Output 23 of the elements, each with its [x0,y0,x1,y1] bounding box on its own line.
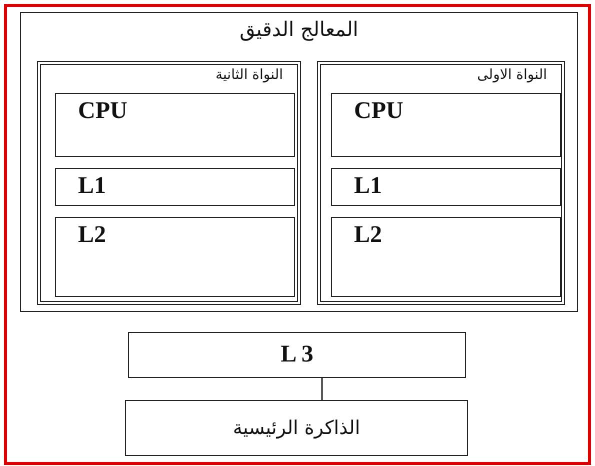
box-label: النواة الثانية [215,67,283,83]
core-box [317,61,565,305]
cache-box [55,217,295,297]
memory-box [125,400,468,456]
box-label: L 3 [280,342,314,368]
cache-box [331,168,561,206]
cpu-box [331,93,561,157]
box-label: L2 [354,222,382,249]
box-label: الذاكرة الرئيسية [232,417,360,439]
box-label: CPU [78,98,128,125]
connector-line [321,378,323,400]
core-box [37,61,301,305]
box-label: النواة الاولى [477,67,547,83]
box-label: L2 [78,222,106,249]
cache-box [55,168,295,206]
box-label: المعالج الدقيق [240,17,358,41]
cpu-box [55,93,295,157]
box-label: CPU [354,98,404,125]
box-label: L1 [354,173,382,200]
cache-box [331,217,561,297]
processor-box [20,12,578,312]
memory-box [128,332,466,378]
box-label: L1 [78,173,106,200]
